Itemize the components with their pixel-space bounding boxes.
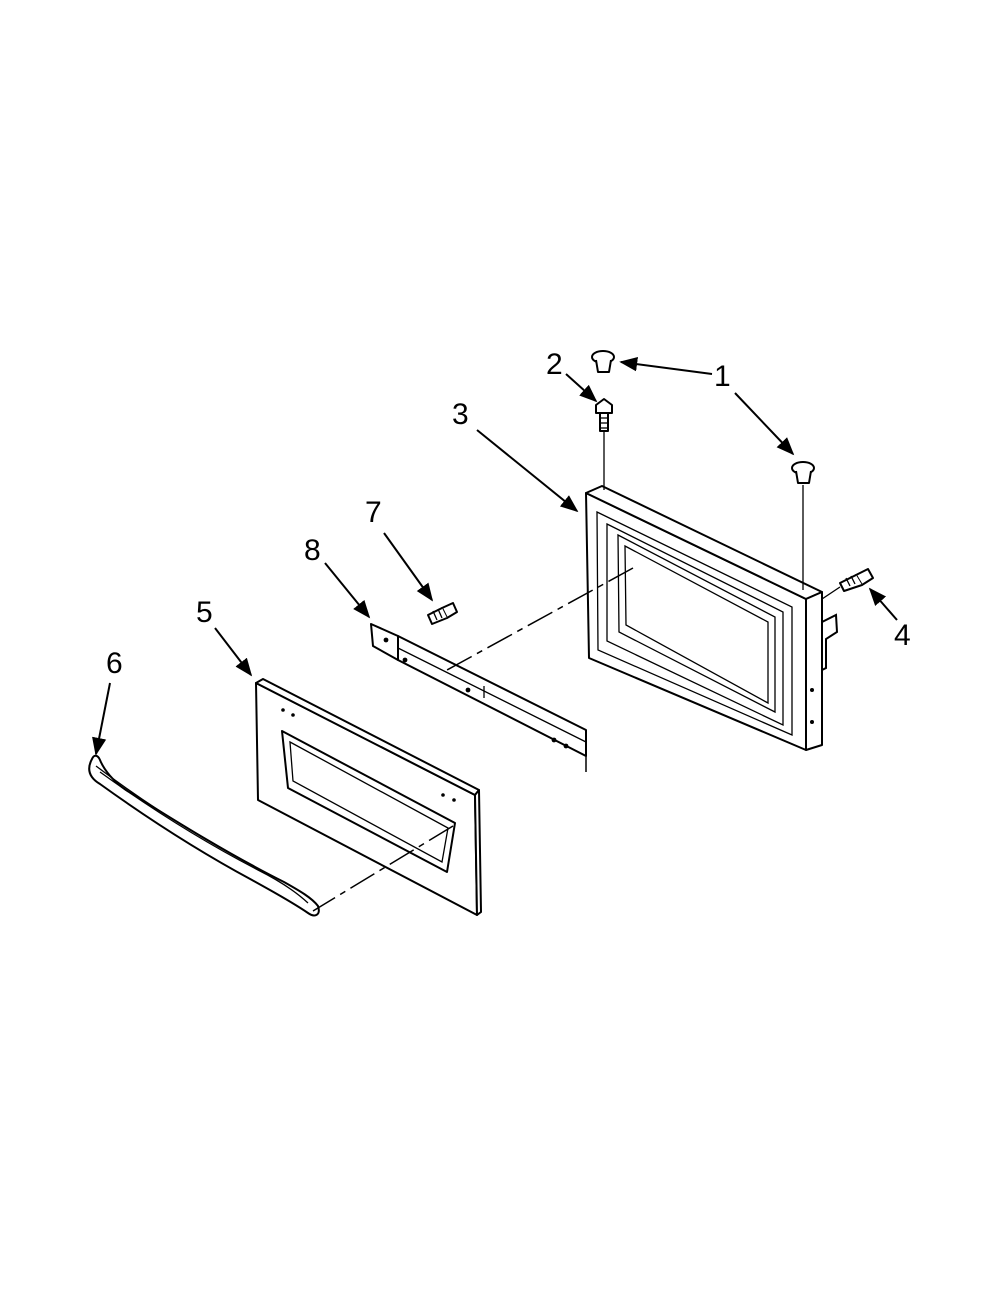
door-panel-part [255, 678, 482, 916]
alignment-line-screw-bracket [821, 586, 841, 600]
leader-3 [476, 429, 579, 513]
leader-6 [92, 682, 111, 756]
leader-7 [383, 532, 434, 602]
alignment-line-door-bracket [446, 567, 634, 671]
plug-right-part [791, 461, 815, 484]
leader-2 [565, 373, 598, 403]
screw-side-part [839, 568, 874, 592]
leader-5 [214, 627, 253, 677]
callout-3: 3 [452, 398, 469, 431]
callout-6: 6 [106, 647, 123, 680]
callout-5: 5 [196, 596, 213, 629]
alignment-lines [312, 431, 841, 912]
callout-2: 2 [546, 348, 563, 381]
plug-top-part [591, 350, 615, 373]
bracket-part [370, 623, 587, 757]
door-frame-part [585, 485, 839, 751]
screw-bracket-part [427, 602, 458, 625]
alignment-line-panel-handle [312, 825, 454, 912]
callout-7: 7 [365, 496, 382, 529]
leader-8 [324, 562, 371, 619]
leader-1b [734, 392, 795, 456]
screw-top-part [595, 398, 613, 432]
callout-labels: 1 2 3 4 5 6 7 8 [106, 348, 911, 680]
leader-4 [868, 587, 898, 621]
leader-arrows [92, 356, 898, 756]
callout-4: 4 [894, 619, 911, 652]
handle-part [88, 754, 320, 917]
callout-1: 1 [714, 360, 731, 393]
leader-1a [619, 356, 713, 375]
callout-8: 8 [304, 534, 321, 567]
